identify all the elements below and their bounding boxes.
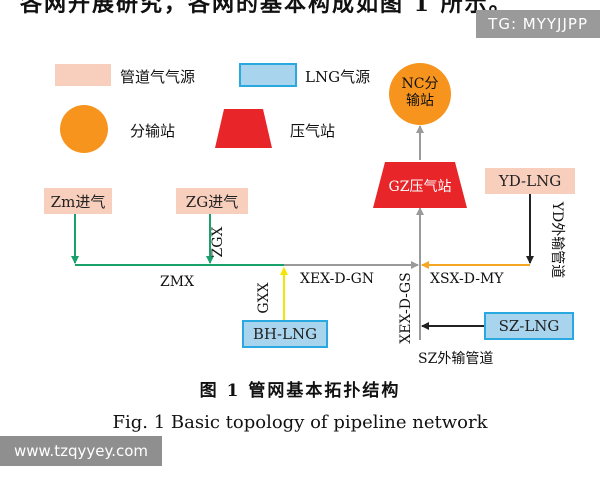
yd-pipeline-label: YD外输管道 [549, 201, 565, 279]
zgx-label: ZGX [210, 226, 226, 258]
gz-label: GZ压气站 [388, 179, 452, 195]
legend-station-circle [60, 105, 108, 153]
watermark-top: TG: MYYJJPP [476, 10, 600, 38]
nc-line2: 输站 [406, 93, 434, 109]
zm-source-box: Zm进气 [44, 188, 112, 214]
xsx-d-my-label: XSX-D-MY [430, 271, 504, 287]
bh-lng-box: BH-LNG [242, 320, 328, 348]
gz-compressor-trapezoid [373, 162, 467, 208]
legend-station-label: 分输站 [130, 122, 176, 140]
zg-source-box: ZG进气 [176, 188, 248, 214]
legend-lng-label: LNG气源 [305, 68, 371, 86]
legend-pipeline-label: 管道气气源 [120, 68, 196, 86]
nc-station-label: NC分 输站 [390, 76, 450, 110]
sz-lng-box: SZ-LNG [484, 312, 574, 340]
nc-line1: NC分 [401, 76, 439, 92]
nc-station-circle [389, 63, 451, 125]
caption-chinese: 图 1 管网基本拓扑结构 [199, 381, 401, 401]
legend-pipeline-swatch [55, 64, 111, 86]
legend-compressor-label: 压气站 [290, 122, 336, 140]
xex-d-gn-label: XEX-D-GN [300, 271, 375, 287]
yd-lng-box: YD-LNG [485, 168, 575, 194]
legend-lng-swatch [239, 63, 297, 87]
sz-pipeline-label: SZ外输管道 [418, 351, 494, 367]
top-clipped-text: 各网开展研究，各网的基本构成如图 1 所示。 [20, 0, 513, 17]
caption-english: Fig. 1 Basic topology of pipeline networ… [112, 412, 488, 433]
xex-d-gs-label: XEX-D-GS [398, 272, 414, 344]
gxx-label: GXX [256, 282, 272, 314]
watermark-bottom: www.tzqyyey.com [0, 436, 162, 466]
zmx-label: ZMX [160, 274, 195, 290]
legend-compressor-trapezoid [215, 109, 272, 148]
